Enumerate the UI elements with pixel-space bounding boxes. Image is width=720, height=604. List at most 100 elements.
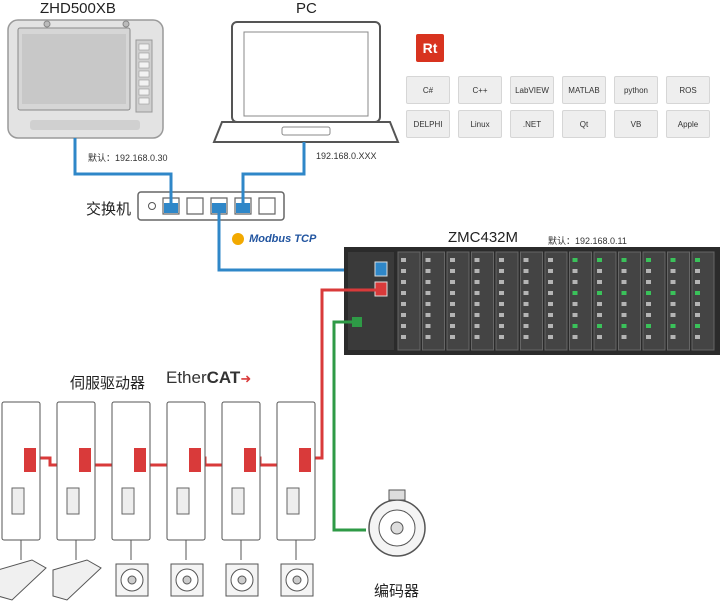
servo-drive — [111, 401, 151, 541]
module-led — [425, 324, 431, 328]
module-led — [474, 258, 480, 262]
module-led — [597, 302, 602, 306]
module-led — [450, 291, 455, 295]
module-led — [523, 269, 529, 273]
module-led — [499, 313, 504, 317]
csharp-icon: C# — [406, 76, 450, 104]
ethercat-port — [299, 448, 311, 472]
module-led — [572, 313, 578, 317]
module-led — [621, 269, 627, 273]
module-led — [646, 291, 651, 295]
module-led — [572, 302, 578, 306]
hmi-ip: 默认：192.168.0.30 — [88, 153, 168, 163]
module-led — [646, 258, 651, 262]
servo-drive — [221, 401, 261, 541]
module-led — [401, 324, 406, 328]
encoder-device — [368, 489, 426, 557]
module-led — [646, 269, 651, 273]
module-led — [499, 324, 504, 328]
module-led — [450, 302, 455, 306]
module-led — [548, 313, 553, 317]
module-led — [695, 269, 700, 273]
controller-device — [344, 247, 720, 355]
module-led — [670, 324, 676, 328]
module-led — [695, 335, 700, 339]
module-led — [695, 324, 700, 328]
module-led — [572, 269, 578, 273]
module-led — [499, 258, 504, 262]
modbus-text: Modbus TCP — [249, 233, 317, 245]
module-led — [499, 291, 504, 295]
module-led — [523, 258, 529, 262]
network-switch — [137, 191, 285, 221]
software-name: MATLAB — [568, 85, 600, 95]
software-name: ROS — [679, 85, 697, 95]
rt-logo: Rt — [416, 34, 444, 62]
module-led — [401, 291, 406, 295]
rotary-motor — [170, 563, 204, 597]
module-led — [401, 335, 406, 339]
pc-title: PC — [296, 0, 317, 17]
module-led — [450, 269, 455, 273]
module-led — [401, 302, 406, 306]
module-led — [548, 324, 553, 328]
module-led — [425, 280, 431, 284]
software-name: VB — [630, 119, 642, 129]
module-led — [670, 280, 676, 284]
module-led — [425, 302, 431, 306]
module-led — [425, 291, 431, 295]
ethercat-logo: EtherCAT➜ — [166, 368, 251, 388]
module-led — [572, 280, 578, 284]
software-name: DELPHI — [413, 119, 443, 129]
module-led — [523, 291, 529, 295]
module-led — [523, 335, 529, 339]
module-led — [695, 313, 700, 317]
python-icon: python — [614, 76, 658, 104]
linear-motor — [0, 559, 47, 601]
software-name: LabVIEW — [515, 85, 549, 95]
module-led — [572, 335, 578, 339]
module-led — [523, 313, 529, 317]
module-led — [401, 258, 406, 262]
controller-ip: 默认：192.168.0.11 — [548, 236, 627, 246]
module-led — [646, 335, 651, 339]
io-connector — [11, 487, 25, 515]
software-name: Apple — [677, 119, 699, 129]
qt-icon: Qt — [562, 110, 606, 138]
module-led — [401, 280, 406, 284]
dotnet-icon: .NET — [510, 110, 554, 138]
rotary-motor — [115, 563, 149, 597]
module-led — [670, 335, 676, 339]
module-led — [670, 269, 676, 273]
module-led — [450, 335, 455, 339]
module-led — [597, 324, 602, 328]
hmi-device — [7, 19, 164, 139]
module-led — [523, 302, 529, 306]
ethercat-port — [244, 448, 256, 472]
rotary-motor — [280, 563, 314, 597]
encoder-cable — [332, 320, 366, 532]
module-led — [499, 269, 504, 273]
module-led — [597, 258, 602, 262]
module-led — [474, 269, 480, 273]
module-led — [425, 269, 431, 273]
modbus-label: Modbus TCP — [232, 233, 317, 246]
module-led — [450, 258, 455, 262]
module-led — [597, 269, 602, 273]
io-connector — [121, 487, 135, 515]
module-led — [695, 280, 700, 284]
module-led — [474, 313, 480, 317]
module-led — [572, 291, 578, 295]
module-led — [621, 280, 627, 284]
module-led — [646, 324, 651, 328]
module-led — [474, 280, 480, 284]
module-led — [548, 291, 553, 295]
ethercat-port — [79, 448, 91, 472]
io-connector — [176, 487, 190, 515]
module-led — [646, 313, 651, 317]
controller-title: ZMC432M — [448, 229, 519, 246]
module-led — [450, 313, 455, 317]
apple-icon: Apple — [666, 110, 710, 138]
module-led — [474, 291, 480, 295]
